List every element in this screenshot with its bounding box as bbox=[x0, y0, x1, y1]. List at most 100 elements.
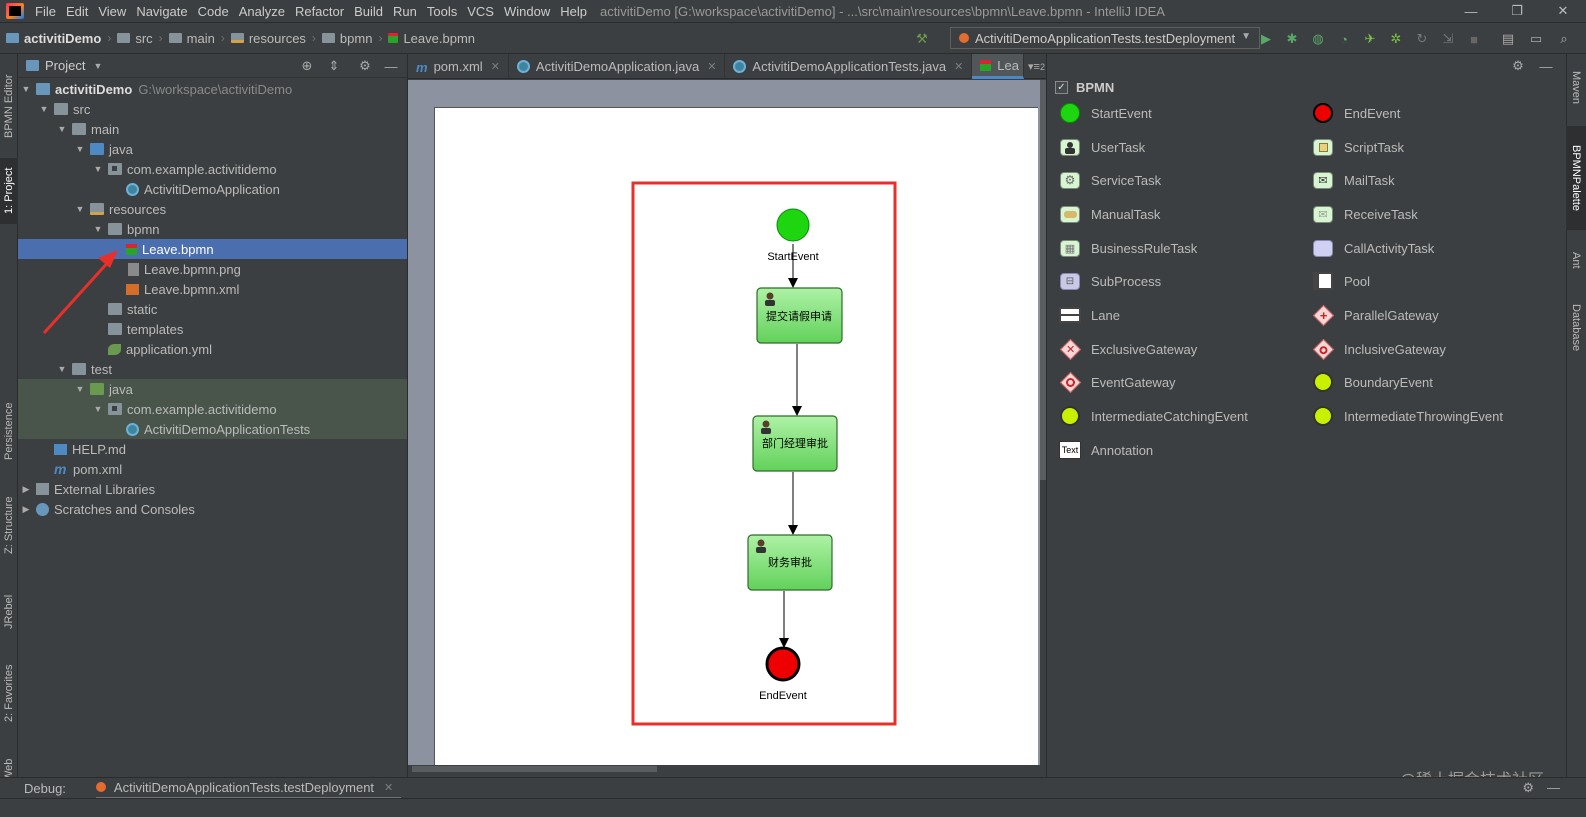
menu-navigate[interactable]: Navigate bbox=[136, 3, 188, 19]
menu-run[interactable]: Run bbox=[393, 3, 417, 19]
palette-item-manual-task[interactable]: ManualTask bbox=[1059, 202, 1160, 226]
expanded-arrow-icon[interactable]: ▼ bbox=[93, 404, 103, 414]
palette-item-subprocess[interactable]: ⊟ SubProcess bbox=[1059, 269, 1161, 293]
palette-item-pool[interactable]: Pool bbox=[1312, 269, 1370, 293]
palette-item-start-event[interactable]: StartEvent bbox=[1059, 101, 1152, 125]
close-icon[interactable]: ✕ bbox=[707, 61, 717, 73]
tab-jrebel[interactable]: JRebel bbox=[3, 594, 15, 630]
start-event[interactable] bbox=[776, 208, 810, 242]
palette-item-annotation[interactable]: Text Annotation bbox=[1059, 438, 1153, 462]
tree-item-bpmn[interactable]: ▼bpmn bbox=[18, 219, 407, 239]
close-icon[interactable]: ✕ bbox=[384, 781, 394, 794]
menu-code[interactable]: Code bbox=[197, 3, 229, 19]
restore-icon[interactable]: ❐ bbox=[1511, 3, 1523, 18]
tree-item-leave-bpmn-xml[interactable]: Leave.bpmn.xml bbox=[18, 279, 407, 299]
menu-analyze[interactable]: Analyze bbox=[238, 3, 285, 19]
user-task-3[interactable]: 财务审批 bbox=[747, 534, 833, 591]
tab-project[interactable]: 1: Project bbox=[0, 158, 18, 224]
menu-tools[interactable]: Tools bbox=[426, 3, 458, 19]
tab-maven[interactable]: Maven bbox=[1570, 71, 1582, 105]
run-configuration-select[interactable]: ActivitiDemoApplicationTests.testDeploym… bbox=[950, 27, 1260, 49]
tree-item-external-libraries[interactable]: ▶External Libraries bbox=[18, 479, 407, 499]
tab-database[interactable]: Database bbox=[1570, 304, 1582, 352]
gear-icon[interactable]: ⚙ bbox=[359, 58, 371, 73]
tree-item-leave-bpmn-png[interactable]: Leave.bpmn.png bbox=[18, 259, 407, 279]
palette-item-inclusive-gateway[interactable]: InclusiveGateway bbox=[1312, 337, 1446, 361]
gear-icon[interactable]: ⚙ bbox=[1522, 780, 1534, 795]
tab-bpmn-palette[interactable]: BPMNPalette bbox=[1566, 126, 1586, 230]
tree-item-activitidemoapplicationtests[interactable]: ActivitiDemoApplicationTests bbox=[18, 419, 407, 439]
tab-leave-bpmn[interactable]: Lea bbox=[972, 54, 1024, 79]
palette-item-call-activity-task[interactable]: CallActivityTask bbox=[1312, 236, 1434, 260]
expanded-arrow-icon[interactable]: ▼ bbox=[75, 144, 85, 154]
user-task-1[interactable]: 提交请假申请 bbox=[756, 287, 843, 344]
menu-refactor[interactable]: Refactor bbox=[294, 3, 345, 19]
jrebel-debug-icon[interactable]: ✲ bbox=[1390, 31, 1402, 46]
coverage-icon[interactable]: ◍ bbox=[1312, 31, 1324, 46]
tree-item-test[interactable]: ▼test bbox=[18, 359, 407, 379]
tree-item-java[interactable]: ▼java bbox=[18, 139, 407, 159]
debug-icon[interactable]: ✱ bbox=[1286, 31, 1298, 46]
palette-item-end-event[interactable]: EndEvent bbox=[1312, 101, 1400, 125]
minimize-icon[interactable]: — bbox=[1464, 3, 1478, 19]
tree-item-application-yml[interactable]: application.yml bbox=[18, 339, 407, 359]
tree-item-activitidemo[interactable]: ▼ activitiDemo G:\workspace\activitiDemo bbox=[18, 79, 407, 99]
canvas-horizontal-scrollbar[interactable] bbox=[408, 765, 1046, 773]
attach-icon[interactable]: ⇲ bbox=[1442, 31, 1454, 46]
palette-item-receive-task[interactable]: ✉ ReceiveTask bbox=[1312, 202, 1418, 226]
tab-favorites[interactable]: 2: Favorites bbox=[3, 664, 15, 722]
profile-icon[interactable]: ◔ bbox=[1340, 31, 1348, 47]
tab-structure[interactable]: Z: Structure bbox=[3, 496, 15, 554]
expanded-arrow-icon[interactable]: ▼ bbox=[93, 164, 103, 174]
tree-item-test-java[interactable]: ▼java bbox=[18, 379, 407, 399]
close-icon[interactable]: ✕ bbox=[490, 61, 500, 73]
breadcrumb-src[interactable]: src bbox=[117, 31, 153, 46]
tree-item-test-package[interactable]: ▼com.example.activitidemo bbox=[18, 399, 407, 419]
project-structure-icon[interactable]: ▤ bbox=[1501, 31, 1515, 46]
collapsed-arrow-icon[interactable]: ▶ bbox=[22, 483, 30, 494]
hide-panel-icon[interactable]: — bbox=[384, 58, 398, 74]
scrollbar-thumb[interactable] bbox=[1040, 80, 1046, 480]
menu-view[interactable]: View bbox=[98, 3, 127, 19]
palette-item-exclusive-gateway[interactable]: ✕ ExclusiveGateway bbox=[1059, 337, 1197, 361]
user-task-2[interactable]: 部门经理审批 bbox=[752, 415, 838, 472]
palette-item-mail-task[interactable]: ✉ MailTask bbox=[1312, 168, 1395, 192]
presentation-icon[interactable]: ▭ bbox=[1529, 31, 1543, 46]
expanded-arrow-icon[interactable]: ▼ bbox=[21, 84, 31, 94]
run-icon[interactable]: ▶ bbox=[1261, 31, 1271, 46]
tree-item-templates[interactable]: templates bbox=[18, 319, 407, 339]
menu-file[interactable]: File bbox=[35, 3, 56, 19]
palette-item-user-task[interactable]: UserTask bbox=[1059, 135, 1145, 159]
palette-item-boundary-event[interactable]: BoundaryEvent bbox=[1312, 370, 1433, 394]
chevron-down-icon[interactable]: ▼ bbox=[93, 60, 103, 71]
tree-item-activitidemoapplication[interactable]: ActivitiDemoApplication bbox=[18, 179, 407, 199]
breadcrumb-leave-bpmn[interactable]: Leave.bpmn bbox=[388, 31, 475, 46]
palette-item-script-task[interactable]: ScriptTask bbox=[1312, 135, 1404, 159]
build-hammer-icon[interactable]: ⚒ bbox=[916, 31, 928, 46]
menu-window[interactable]: Window bbox=[503, 3, 551, 19]
expanded-arrow-icon[interactable]: ▼ bbox=[39, 104, 49, 114]
close-icon[interactable]: ✕ bbox=[1557, 3, 1569, 18]
tree-item-src[interactable]: ▼src bbox=[18, 99, 407, 119]
breadcrumb-resources[interactable]: resources bbox=[230, 31, 306, 46]
gear-icon[interactable]: ⚙ bbox=[1512, 58, 1524, 73]
palette-item-lane[interactable]: Lane bbox=[1059, 303, 1120, 327]
tree-item-scratches[interactable]: ▶Scratches and Consoles bbox=[18, 499, 407, 519]
bpmn-canvas-paper[interactable]: StartEvent 提交请假申请 部门经理审批 财务审批 EndEvent bbox=[434, 107, 1038, 765]
project-view-select[interactable]: Project bbox=[45, 58, 86, 73]
close-icon[interactable]: ✕ bbox=[954, 61, 964, 73]
palette-item-parallel-gateway[interactable]: + ParallelGateway bbox=[1312, 303, 1439, 327]
collapse-all-icon[interactable]: ⇕ bbox=[328, 58, 340, 73]
expanded-arrow-icon[interactable]: ▼ bbox=[57, 124, 67, 134]
stop-icon[interactable]: ■ bbox=[1470, 31, 1478, 47]
checkbox-icon[interactable]: ✓ bbox=[1055, 81, 1068, 94]
tree-item-main[interactable]: ▼main bbox=[18, 119, 407, 139]
breadcrumb-main[interactable]: main bbox=[168, 31, 215, 46]
breadcrumb-bpmn[interactable]: bpmn bbox=[321, 31, 372, 46]
hide-panel-icon[interactable]: — bbox=[1547, 780, 1560, 795]
bpmn-canvas-area[interactable]: StartEvent 提交请假申请 部门经理审批 财务审批 EndEvent bbox=[408, 80, 1046, 765]
palette-item-business-rule-task[interactable]: ▦ BusinessRuleTask bbox=[1059, 236, 1197, 260]
expanded-arrow-icon[interactable]: ▼ bbox=[93, 224, 103, 234]
tab-pom-xml[interactable]: m pom.xml ✕ bbox=[408, 54, 509, 79]
